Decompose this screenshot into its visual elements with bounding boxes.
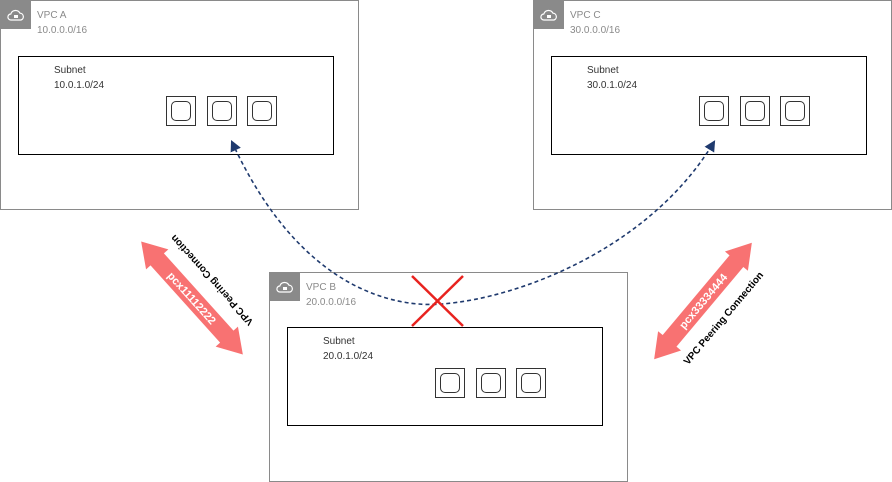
subnet-a: Subnet 10.0.1.0/24 xyxy=(18,56,334,155)
vpc-c-name: VPC C xyxy=(570,10,601,21)
vpc-c: VPC C 30.0.0.0/16 Subnet 30.0.1.0/24 xyxy=(533,0,892,210)
cloud-lock-icon xyxy=(270,273,300,301)
vpc-b: VPC B 20.0.0.0/16 Subnet 20.0.1.0/24 xyxy=(269,272,628,482)
subnet-b-label: Subnet xyxy=(323,336,355,347)
instance-icon xyxy=(207,96,237,126)
cloud-lock-icon xyxy=(534,1,564,29)
subnet-b-cidr: 20.0.1.0/24 xyxy=(323,351,374,362)
instance-icon xyxy=(699,96,729,126)
instance-icon xyxy=(740,96,770,126)
subnet-a-cidr: 10.0.1.0/24 xyxy=(54,80,105,91)
vpc-a-name: VPC A xyxy=(37,10,67,21)
instance-icon xyxy=(247,96,277,126)
subnet-c: Subnet 30.0.1.0/24 xyxy=(551,56,867,155)
instance-icon xyxy=(435,368,465,398)
subnet-c-cidr: 30.0.1.0/24 xyxy=(587,80,638,91)
instance-icon xyxy=(476,368,506,398)
instance-icon xyxy=(516,368,546,398)
vpc-a: VPC A 10.0.0.0/16 Subnet 10.0.1.0/24 xyxy=(0,0,359,210)
vpc-a-cidr: 10.0.0.0/16 xyxy=(37,25,88,36)
peering-arrow-right: pcx33334444 VPC Peering Connection xyxy=(654,242,766,367)
instance-icon xyxy=(780,96,810,126)
blocked-route xyxy=(230,139,716,306)
subnet-a-label: Subnet xyxy=(54,65,86,76)
vpc-b-cidr: 20.0.0.0/16 xyxy=(306,297,357,308)
subnet-b: Subnet 20.0.1.0/24 xyxy=(287,327,603,426)
instance-icon xyxy=(166,96,196,126)
subnet-c-label: Subnet xyxy=(587,65,619,76)
cloud-lock-icon xyxy=(1,1,31,29)
red-x-icon xyxy=(411,275,464,327)
vpc-b-name: VPC B xyxy=(306,282,337,293)
peering-arrow-left: pcx11112222 VPC Peering Connection xyxy=(141,232,256,355)
vpc-c-cidr: 30.0.0.0/16 xyxy=(570,25,621,36)
